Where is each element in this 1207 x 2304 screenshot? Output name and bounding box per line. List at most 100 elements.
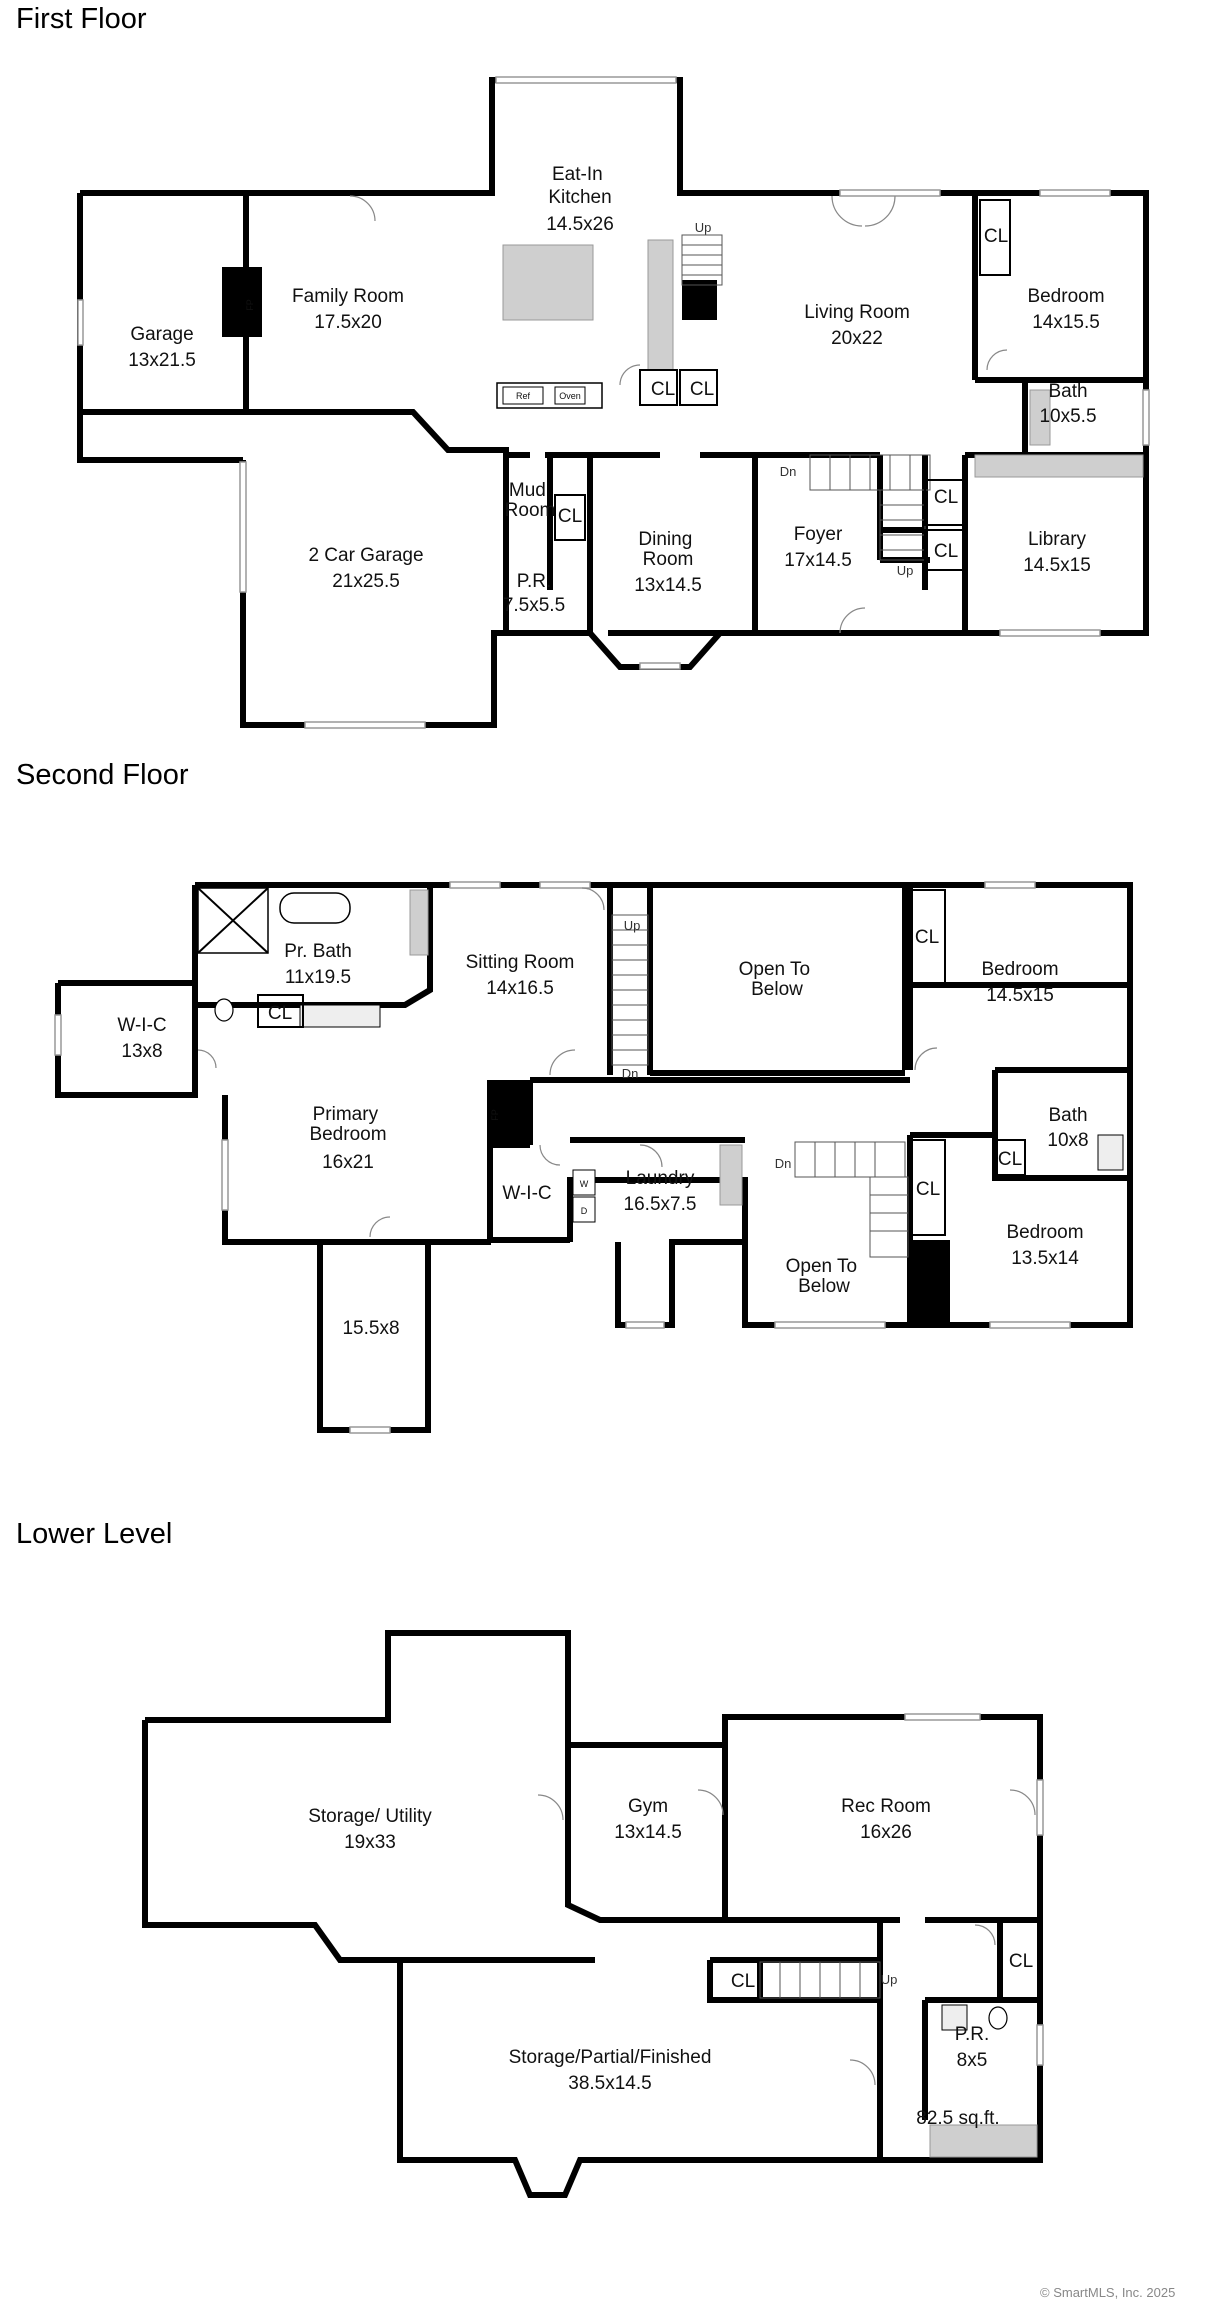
- lower-level-room-labels: Storage/ Utility 19x33 Gym 13x14.5 Rec R…: [308, 1796, 1000, 2129]
- room-label-bedroom-3: Bedroom: [1006, 1222, 1083, 1243]
- closet-label-mud: CL: [558, 506, 582, 527]
- room-dims-laundry: 16.5x7.5: [624, 1194, 697, 1215]
- room-label-sitting-room: Sitting Room: [466, 952, 575, 973]
- room-label-mud-room: Mud Room: [505, 480, 556, 521]
- oven-icon: [554, 386, 586, 405]
- stair-up-label-4: Up: [881, 1972, 898, 1987]
- room-dims-garage: 13x21.5: [128, 350, 196, 371]
- room-label-dining-room: Dining Room: [638, 529, 697, 570]
- lower-level-title: Lower Level: [16, 1518, 172, 1550]
- fridge-label: Ref: [516, 391, 531, 401]
- fridge-icon: [502, 386, 544, 405]
- room-dims-bath-1: 10x5.5: [1039, 406, 1096, 427]
- room-label-open-to-below-1: Open To Below: [739, 959, 816, 1000]
- oven-label: Oven: [559, 391, 581, 401]
- closet-label-foyer-1: CL: [934, 487, 958, 508]
- room-label-two-car-garage: 2 Car Garage: [308, 545, 423, 566]
- closet-label-bath-2: CL: [998, 1149, 1022, 1170]
- room-label-laundry: Laundry: [626, 1168, 695, 1189]
- first-floor-title: First Floor: [16, 3, 147, 35]
- room-dims-gym: 13x14.5: [614, 1822, 682, 1843]
- bathtub-icon: [279, 892, 351, 924]
- first-floor: First Floor: [16, 3, 1150, 729]
- closet-label-lower-1: CL: [731, 1971, 755, 1992]
- room-dims-primary-bedroom: 16x21: [322, 1152, 374, 1173]
- closet-label-foyer-2: CL: [934, 541, 958, 562]
- second-floor-stairs: Up Dn Dn: [611, 914, 909, 1258]
- toilet-icon: [214, 998, 234, 1022]
- stair-up-label-2: Up: [897, 563, 914, 578]
- closet-label-bedroom-2: CL: [915, 927, 939, 948]
- copyright-text: © SmartMLS, Inc. 2025: [1040, 2285, 1175, 2300]
- room-label-powder-room-1: P.R.: [517, 571, 552, 592]
- dryer-label: D: [581, 1206, 588, 1216]
- room-label-wic-1: W-I-C: [117, 1015, 166, 1036]
- stair-down-label-1: Dn: [780, 464, 797, 479]
- stair-down-label-2: Dn: [622, 1066, 639, 1081]
- room-label-gym: Gym: [628, 1796, 668, 1817]
- first-floor-windows: [77, 76, 1150, 729]
- room-label-storage-utility: Storage/ Utility: [308, 1806, 432, 1827]
- room-label-living-room: Living Room: [804, 302, 910, 323]
- washer-icon: [572, 1169, 596, 1196]
- room-dims-sitting-room: 14x16.5: [486, 978, 554, 999]
- kitchen-fireplace-icon: [682, 280, 717, 320]
- washer-label: W: [580, 1179, 589, 1189]
- room-label-foyer: Foyer: [794, 524, 843, 545]
- room-dims-storage-partial-finished: 38.5x14.5: [568, 2073, 651, 2094]
- room-dims-rec-room: 16x26: [860, 1822, 912, 1843]
- second-floor-room-labels: Pr. Bath 11x19.5 Sitting Room 14x16.5 Op…: [117, 941, 1088, 1339]
- chimney-block: [910, 1240, 950, 1325]
- room-dims-library: 14.5x15: [1023, 555, 1091, 576]
- room-label-bath-1: Bath: [1048, 381, 1087, 402]
- kitchen-counter: [647, 239, 674, 371]
- room-dims-bedroom-2: 14.5x15: [986, 985, 1054, 1006]
- room-label-bedroom-1: Bedroom: [1027, 286, 1104, 307]
- second-floor-doors: [197, 887, 938, 1238]
- room-label-bath-2: Bath: [1048, 1105, 1087, 1126]
- lower-level-stairs: Up: [759, 1961, 898, 1999]
- second-floor: Second Floor: [16, 759, 1133, 1434]
- room-label-bedroom-2: Bedroom: [981, 959, 1058, 980]
- room-dims-15-5x8: 15.5x8: [342, 1318, 399, 1339]
- room-dims-eat-in-kitchen: 14.5x26: [546, 214, 614, 235]
- room-label-storage-partial-finished: Storage/Partial/Finished: [509, 2047, 712, 2068]
- lower-level-fixtures: [929, 2004, 1038, 2158]
- room-dims-bedroom-1: 14x15.5: [1032, 312, 1100, 333]
- room-dims-bedroom-3: 13.5x14: [1011, 1248, 1079, 1269]
- sink-icon: [941, 2004, 968, 2031]
- first-floor-walls: [77, 77, 1149, 728]
- room-dims-living-room: 20x22: [831, 328, 883, 349]
- room-label-primary-bath: Pr. Bath: [284, 941, 352, 962]
- room-label-primary-bedroom: Primary Bedroom: [309, 1104, 386, 1145]
- room-dims-area-82-5: 82.5 sq.ft.: [916, 2108, 999, 2129]
- room-dims-powder-room-2: 8x5: [957, 2050, 988, 2071]
- lower-level-windows: [904, 1713, 1044, 2066]
- stair-down-label-3: Dn: [775, 1156, 792, 1171]
- closet-label-kitchen-2: CL: [690, 379, 714, 400]
- first-floor-stairs: Up Dn Up: [681, 220, 931, 578]
- second-floor-closets: CL CL CL CL: [257, 889, 1026, 1236]
- room-label-family-room: Family Room: [292, 286, 404, 307]
- fireplace-label-2: FP: [490, 1109, 500, 1121]
- closet-label-lower-2: CL: [1009, 1951, 1033, 1972]
- room-label-library: Library: [1028, 529, 1087, 550]
- first-floor-room-labels: Eat-In Kitchen 14.5x26 Garage 13x21.5 Fa…: [128, 164, 1104, 616]
- stair-up-label-1: Up: [695, 220, 712, 235]
- room-dims-two-car-garage: 21x25.5: [332, 571, 400, 592]
- room-dims-wic-1: 13x8: [121, 1041, 162, 1062]
- fireplace-label: FP: [245, 299, 255, 311]
- closet-label-bedroom: CL: [984, 226, 1008, 247]
- second-floor-fixtures: FP W D: [197, 887, 1124, 1325]
- closet-label-bedroom-3: CL: [916, 1179, 940, 1200]
- lower-level-closets: CL CL: [731, 1951, 1033, 1992]
- dryer-icon: [572, 1196, 596, 1223]
- lower-level-doors: [537, 1789, 1036, 2086]
- room-label-wic-2: W-I-C: [502, 1183, 551, 1204]
- bath-vanity-icon: [1097, 1134, 1124, 1171]
- room-dims-primary-bath: 11x19.5: [285, 967, 351, 988]
- second-floor-windows: [54, 881, 1071, 1434]
- lower-level: Lower Level: [16, 1518, 1044, 2198]
- room-dims-powder-room-1: 7.5x5.5: [503, 595, 565, 616]
